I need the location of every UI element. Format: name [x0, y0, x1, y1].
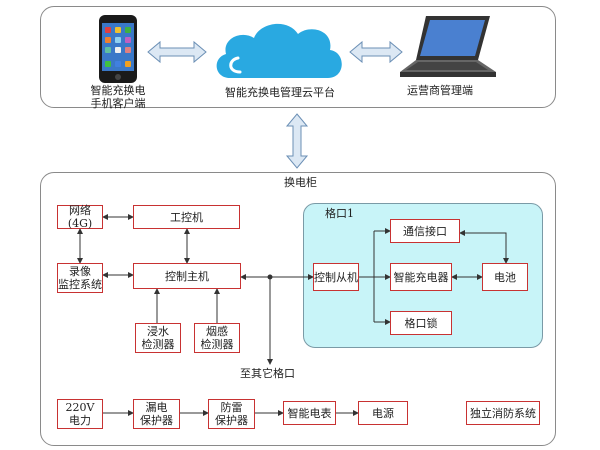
phone-client-label: 智能充换电 手机客户端	[90, 84, 146, 110]
power-supply-box: 电源	[358, 401, 408, 425]
laptop-icon	[400, 16, 496, 77]
network-4g-box: 网络(4G)	[57, 204, 103, 230]
control-slave-box: 控制从机	[313, 263, 359, 291]
comm-interface-box: 通信接口	[390, 219, 460, 243]
to-other-compartments-label: 至其它格口	[240, 367, 295, 380]
industrial-pc-box: 工控机	[133, 205, 240, 229]
operator-label: 运营商管理端	[407, 84, 473, 97]
phone-cloud-arrow	[147, 40, 207, 64]
cloud-icon	[216, 23, 342, 78]
smart-charger-box: 智能充电器	[390, 263, 452, 291]
cloud-cabinet-arrow	[285, 113, 309, 169]
cloud-laptop-arrow	[349, 40, 403, 64]
cabinet-title: 换电柜	[284, 176, 317, 189]
battery-box: 电池	[482, 263, 528, 291]
compartment-title: 格口1	[325, 207, 354, 220]
smartphone-icon	[99, 15, 137, 83]
smoke-detector-box: 烟感检测器	[194, 323, 240, 353]
main-host-box: 控制主机	[133, 263, 241, 289]
water-detector-box: 浸水检测器	[135, 323, 181, 353]
video-monitor-box: 录像监控系统	[57, 263, 103, 293]
surge-protector-box: 防雷保护器	[208, 399, 255, 429]
fire-system-box: 独立消防系统	[466, 401, 540, 425]
leakage-protector-box: 漏电保护器	[133, 399, 180, 429]
compartment-lock-box: 格口锁	[390, 311, 452, 335]
cloud-platform-label: 智能充换电管理云平台	[225, 86, 335, 99]
smart-meter-box: 智能电表	[283, 401, 336, 425]
